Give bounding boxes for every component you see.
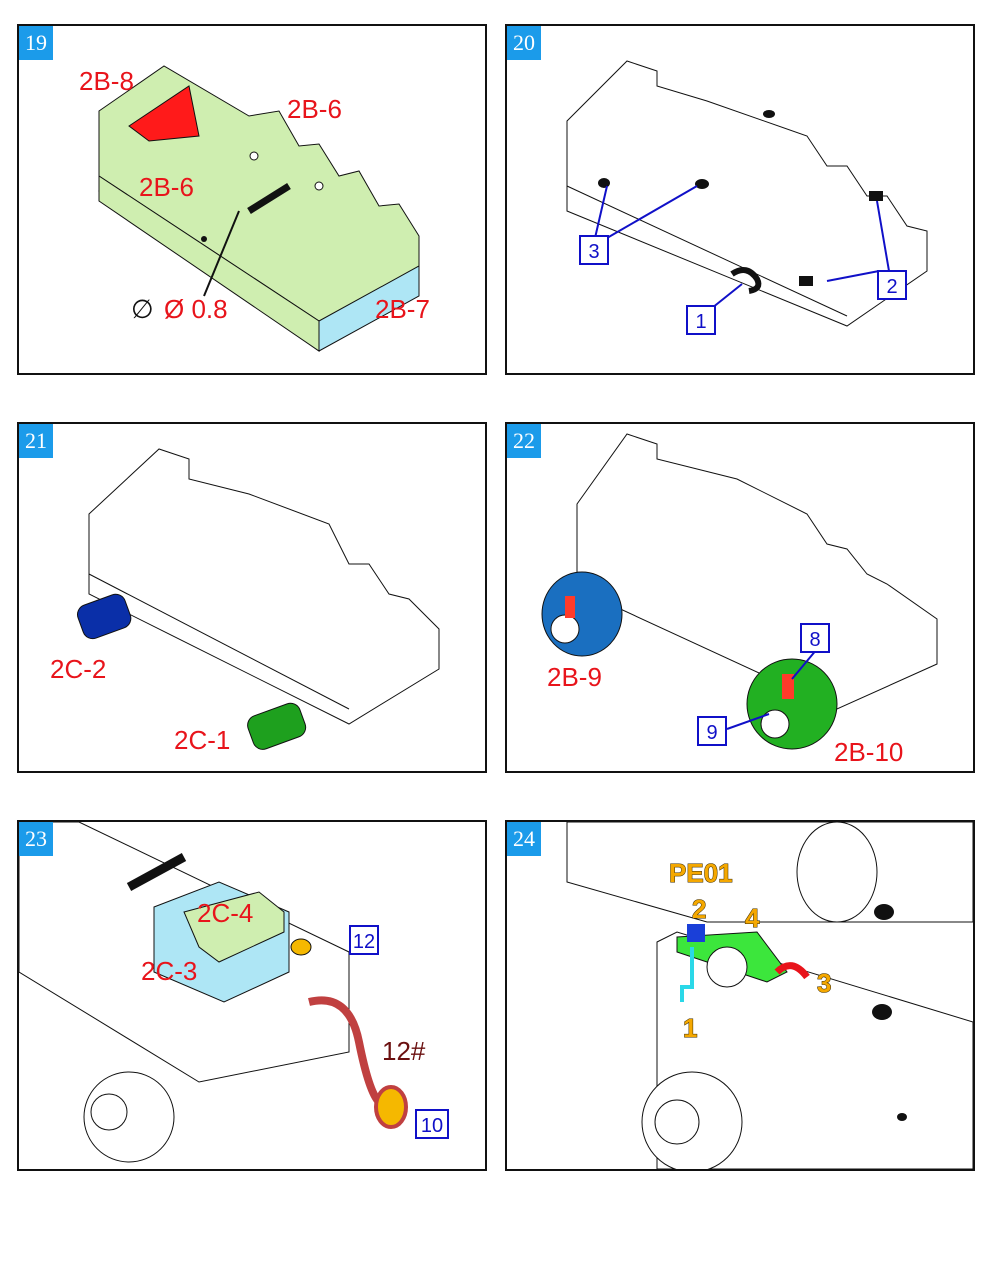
- step-number-badge: 24: [507, 822, 541, 856]
- wheel-2b-9: [541, 571, 623, 657]
- label-rod-diameter: Ø 0.8: [164, 294, 228, 324]
- label-2b-8: 2B-8: [79, 66, 134, 96]
- callout-1: 1: [695, 311, 706, 333]
- hook-part: [730, 267, 762, 294]
- axle-2c-2: [77, 593, 132, 640]
- label-4: 4: [745, 903, 760, 933]
- label-2c-1: 2C-1: [174, 725, 230, 755]
- label-pe01: PE01: [669, 858, 733, 888]
- label-2c-4: 2C-4: [197, 898, 253, 928]
- barrel: [566, 822, 973, 923]
- callout-3: 3: [588, 241, 599, 263]
- rope: [308, 996, 383, 1105]
- label-1: 1: [683, 1013, 697, 1043]
- step-21-diagram: 2C-2 2C-1: [50, 448, 440, 755]
- step-19-diagram: 2B-8 2B-6 2B-6 ∅ Ø 0.8 2B-7: [79, 65, 430, 352]
- step-22-panel: 22 8 9 2B-9 2B-10: [505, 422, 975, 773]
- wedge-2c-4: [183, 891, 285, 963]
- label-2b-6-right: 2B-6: [287, 94, 342, 124]
- step-21-panel: 21 2C-2 2C-1: [17, 422, 487, 773]
- label-2c-2: 2C-2: [50, 654, 106, 684]
- callout-8: 8: [809, 629, 820, 651]
- step-number-badge: 22: [507, 424, 541, 458]
- step-23-panel: 23 2C-4 2C-3 12# 12 10: [17, 820, 487, 1171]
- axle-2c-1: [247, 702, 307, 750]
- callout-9: 9: [706, 722, 717, 744]
- step-23-diagram: 2C-4 2C-3 12# 12 10: [19, 822, 449, 1163]
- step-20-panel: 20 3 1 2: [505, 24, 975, 375]
- step-number-badge: 19: [19, 26, 53, 60]
- label-2b-10: 2B-10: [834, 737, 903, 767]
- step-number-badge: 20: [507, 26, 541, 60]
- step-19-panel: 19 2B-8 2B-6 2B-6 ∅ Ø 0.8 2B-7: [17, 24, 487, 375]
- diameter-symbol: ∅: [131, 294, 154, 324]
- step-number-badge: 21: [19, 424, 53, 458]
- step-24-panel: 24 PE01 2 4 3 1: [505, 820, 975, 1171]
- wheel-2b-10: [746, 658, 838, 750]
- label-3: 3: [817, 968, 831, 998]
- part-2b-8: [128, 85, 200, 142]
- label-2b-6-left: 2B-6: [139, 172, 194, 202]
- callout-2: 2: [886, 276, 897, 298]
- label-2: 2: [692, 894, 706, 924]
- label-rope-12: 12#: [382, 1036, 426, 1066]
- step-24-diagram: PE01 2 4 3 1: [566, 822, 973, 1169]
- label-2c-3: 2C-3: [141, 956, 197, 986]
- callout-10: 10: [421, 1115, 443, 1137]
- step-22-diagram: 8 9 2B-9 2B-10: [541, 433, 938, 767]
- step-20-diagram: 3 1 2: [566, 60, 928, 335]
- step-number-badge: 23: [19, 822, 53, 856]
- label-2b-7: 2B-7: [375, 294, 430, 324]
- rod: [247, 183, 291, 214]
- label-2b-9: 2B-9: [547, 662, 602, 692]
- callout-12: 12: [353, 931, 375, 953]
